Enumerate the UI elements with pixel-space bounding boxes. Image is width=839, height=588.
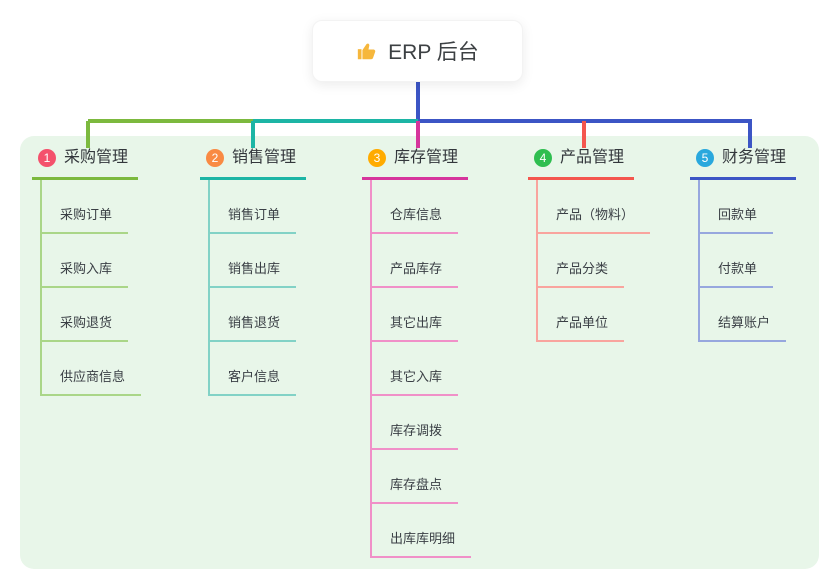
branch-number-badge: 2 bbox=[206, 149, 224, 167]
branch-label: 产品管理 bbox=[560, 149, 625, 166]
child-node[interactable]: 采购入库 bbox=[40, 234, 129, 288]
child-label: 库存盘点 bbox=[390, 477, 443, 492]
branch-label: 财务管理 bbox=[722, 149, 787, 166]
child-label: 仓库信息 bbox=[390, 207, 443, 222]
branch-title-3[interactable]: 3 库存管理 bbox=[362, 148, 469, 180]
branches-panel bbox=[20, 136, 819, 569]
child-node[interactable]: 回款单 bbox=[698, 180, 774, 234]
child-node[interactable]: 结算账户 bbox=[698, 288, 787, 342]
branch-number-badge: 4 bbox=[534, 149, 552, 167]
branch-1: 1 采购管理采购订单采购入库采购退货供应商信息 bbox=[32, 148, 142, 396]
child-label: 采购入库 bbox=[60, 261, 113, 276]
child-node[interactable]: 出库库明细 bbox=[370, 504, 472, 558]
child-node[interactable]: 销售退货 bbox=[208, 288, 297, 342]
child-node[interactable]: 销售出库 bbox=[208, 234, 297, 288]
branch-5: 5 财务管理回款单付款单结算账户 bbox=[690, 148, 797, 342]
child-label: 销售订单 bbox=[228, 207, 281, 222]
child-label: 销售出库 bbox=[228, 261, 281, 276]
branch-children: 产品（物料） 产品分类产品单位 bbox=[536, 180, 651, 342]
child-label: 供应商信息 bbox=[60, 369, 126, 384]
branch-title-2[interactable]: 2 销售管理 bbox=[200, 148, 307, 180]
branch-number-badge: 1 bbox=[38, 149, 56, 167]
branch-title-1[interactable]: 1 采购管理 bbox=[32, 148, 139, 180]
branch-label: 库存管理 bbox=[394, 149, 459, 166]
branch-children: 销售订单销售出库销售退货客户信息 bbox=[208, 180, 306, 396]
branch-drop-line-3 bbox=[416, 121, 420, 148]
child-label: 其它出库 bbox=[390, 315, 443, 330]
child-label: 销售退货 bbox=[228, 315, 281, 330]
child-label: 客户信息 bbox=[228, 369, 281, 384]
branch-label: 采购管理 bbox=[64, 149, 129, 166]
child-label: 产品单位 bbox=[556, 315, 609, 330]
child-label: 出库库明细 bbox=[390, 531, 456, 546]
child-node[interactable]: 仓库信息 bbox=[370, 180, 459, 234]
child-label: 产品库存 bbox=[390, 261, 443, 276]
trunk-segment-2 bbox=[253, 119, 420, 123]
root-node[interactable]: ERP 后台 bbox=[312, 20, 523, 82]
branch-children: 采购订单采购入库采购退货供应商信息 bbox=[40, 180, 142, 396]
child-node[interactable]: 付款单 bbox=[698, 234, 774, 288]
branch-children: 仓库信息产品库存其它出库其它入库库存调拨库存盘点出库库明细 bbox=[370, 180, 472, 558]
child-label: 采购退货 bbox=[60, 315, 113, 330]
child-label: 库存调拨 bbox=[390, 423, 443, 438]
child-label: 其它入库 bbox=[390, 369, 443, 384]
branch-title-4[interactable]: 4 产品管理 bbox=[528, 148, 635, 180]
child-label: 采购订单 bbox=[60, 207, 113, 222]
child-label: 结算账户 bbox=[718, 315, 771, 330]
child-node[interactable]: 采购退货 bbox=[40, 288, 129, 342]
root-label: ERP 后台 bbox=[388, 41, 479, 64]
child-node[interactable]: 其它出库 bbox=[370, 288, 459, 342]
branch-2: 2 销售管理销售订单销售出库销售退货客户信息 bbox=[200, 148, 307, 396]
child-node[interactable]: 销售订单 bbox=[208, 180, 297, 234]
child-label: 产品（物料） bbox=[556, 207, 635, 222]
branch-drop-line-5 bbox=[748, 121, 752, 148]
child-node[interactable]: 产品分类 bbox=[536, 234, 625, 288]
branch-title-5[interactable]: 5 财务管理 bbox=[690, 148, 797, 180]
branch-drop-line-2 bbox=[251, 121, 255, 148]
thumbs-up-icon bbox=[356, 40, 378, 62]
child-label: 产品分类 bbox=[556, 261, 609, 276]
branch-number-badge: 3 bbox=[368, 149, 386, 167]
child-node[interactable]: 客户信息 bbox=[208, 342, 297, 396]
branch-drop-line-4 bbox=[582, 121, 586, 148]
branch-drop-line-1 bbox=[86, 121, 90, 148]
child-label: 回款单 bbox=[718, 207, 758, 222]
child-node[interactable]: 产品库存 bbox=[370, 234, 459, 288]
branch-4: 4 产品管理产品（物料） 产品分类产品单位 bbox=[528, 148, 651, 342]
child-node[interactable]: 库存盘点 bbox=[370, 450, 459, 504]
child-node[interactable]: 产品（物料） bbox=[536, 180, 651, 234]
branch-children: 回款单付款单结算账户 bbox=[698, 180, 796, 342]
branch-number-badge: 5 bbox=[696, 149, 714, 167]
child-node[interactable]: 采购订单 bbox=[40, 180, 129, 234]
child-node[interactable]: 库存调拨 bbox=[370, 396, 459, 450]
branch-label: 销售管理 bbox=[232, 149, 297, 166]
child-node[interactable]: 产品单位 bbox=[536, 288, 625, 342]
child-label: 付款单 bbox=[718, 261, 758, 276]
child-node[interactable]: 供应商信息 bbox=[40, 342, 142, 396]
branch-3: 3 库存管理仓库信息产品库存其它出库其它入库库存调拨库存盘点出库库明细 bbox=[362, 148, 472, 558]
trunk-segment-1 bbox=[88, 119, 255, 123]
root-connector-line bbox=[416, 82, 420, 121]
child-node[interactable]: 其它入库 bbox=[370, 342, 459, 396]
